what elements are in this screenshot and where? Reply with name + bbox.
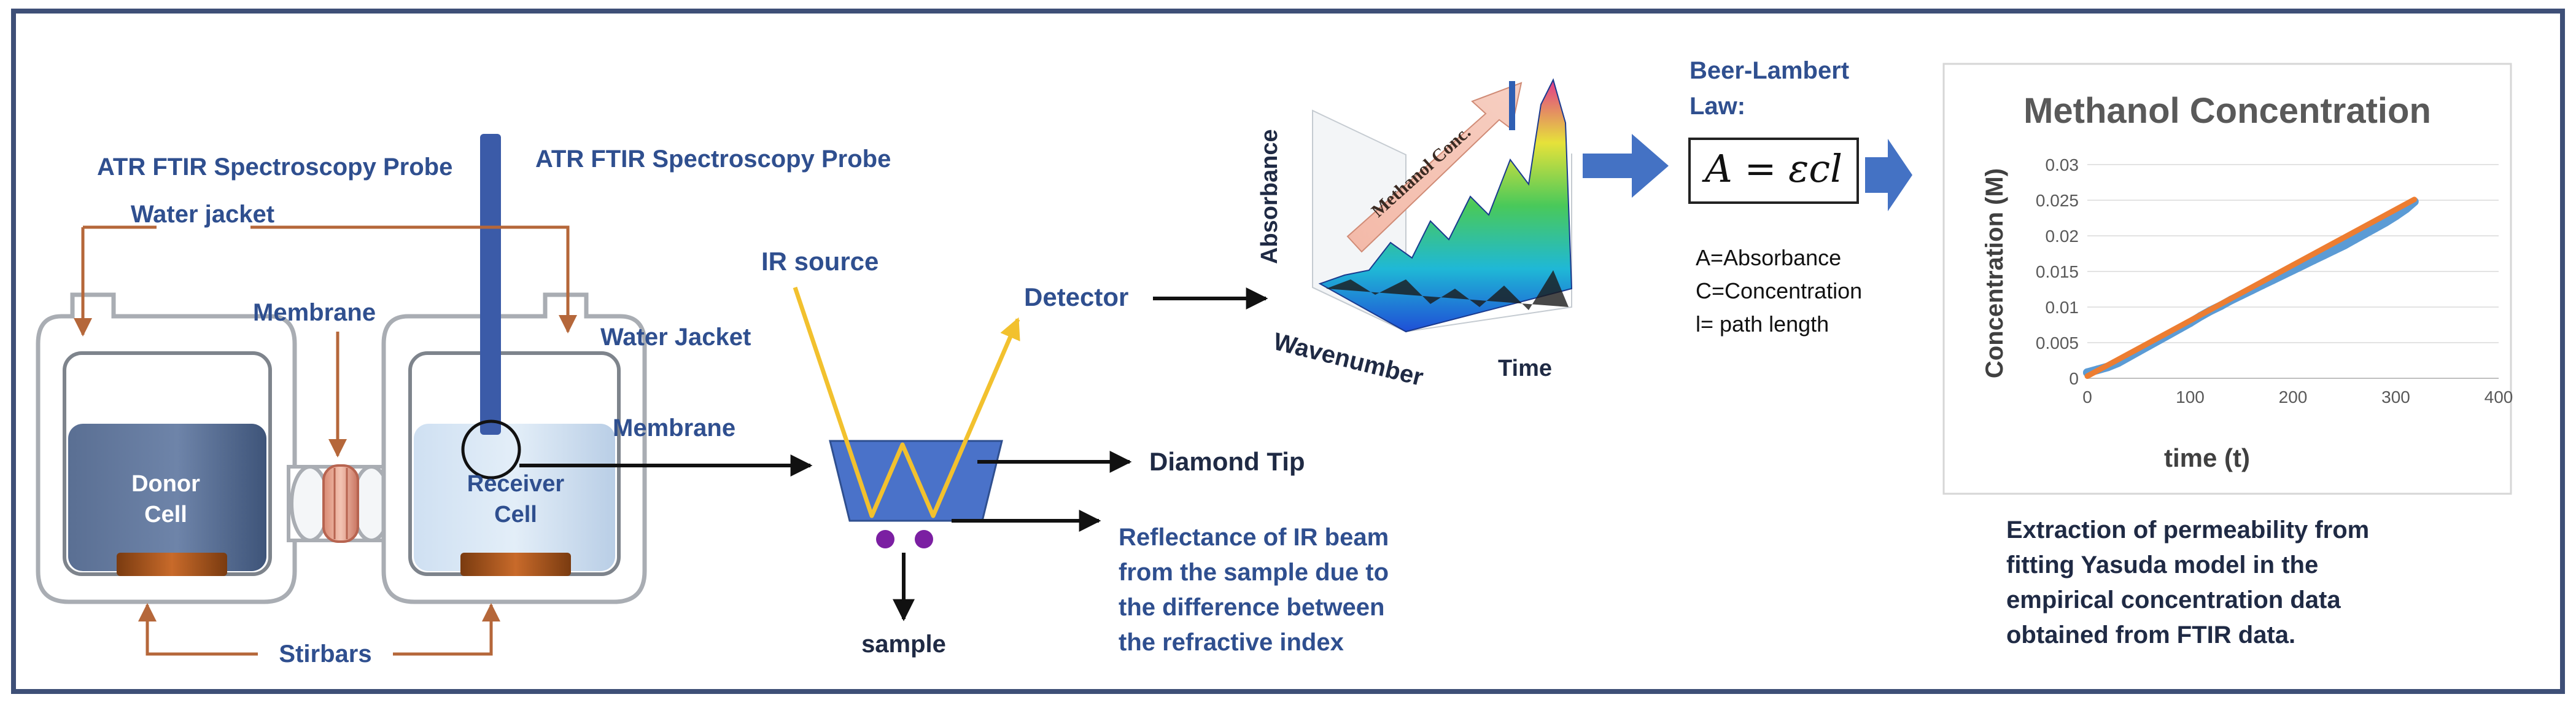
concentration-chart: Methanol Concentration Concentration (M)… [1942,63,2513,495]
chart-title: Methanol Concentration [2023,91,2431,131]
chart-data-point [2371,224,2380,233]
spectrum-floor-edge [1312,154,1572,333]
probe-label-left: ATR FTIR Spectroscopy Probe [97,154,452,181]
beer-lambert-title-2: Law: [1690,93,1745,120]
membrane-label-atr: Membrane [613,415,735,442]
chart-x-ticks: 0 100 200 300 400 [2082,388,2513,407]
water-jacket-label-left: Water jacket [131,201,274,228]
methanol-arrow-marker [1509,81,1515,130]
beer-lambert-title-1: Beer-Lambert [1690,57,1849,84]
chart-y-tick-label: 0.02 [2046,227,2079,246]
sample-molecule-2 [915,530,933,548]
methanol-conc-arrow [1346,82,1523,253]
chart-y-ticks: 0 0.005 0.01 0.015 0.02 0.025 0.03 [2036,155,2079,388]
extraction-line-4: obtained from FTIR data. [2006,621,2295,649]
membrane-disc [322,464,359,543]
chart-data-point [2330,246,2338,255]
reflectance-line-3: the difference between [1119,594,1384,621]
block-arrow-spectrum-to-law [1583,134,1669,198]
receiver-cell-label-2: Cell [494,502,537,528]
sample-label: sample [861,631,946,658]
stirbar-arrow-left [138,603,258,656]
membrane-label-apparatus: Membrane [253,299,376,326]
chart-x-tick-label: 100 [2176,388,2205,407]
detector-label: Detector [1024,282,1128,311]
stirbars-label: Stirbars [279,641,371,668]
extraction-line-1: Extraction of permeability from [2006,516,2369,543]
reflectance-line-2: from the sample due to [1119,559,1389,586]
reflectance-line-1: Reflectance of IR beam [1119,524,1389,551]
chart-x-tick-label: 400 [2485,388,2513,407]
receiver-stirbar [460,553,571,576]
chart-y-tick-label: 0 [2069,369,2079,388]
extraction-line-2: fitting Yasuda model in the [2006,551,2318,578]
block-arrow-law-to-chart [1865,139,1912,211]
chart-y-tick-label: 0.01 [2046,298,2079,317]
chart-data-point [2319,251,2329,260]
chart-data-point [2381,217,2390,227]
donor-cell-label-2: Cell [144,502,187,528]
chart-y-tick-label: 0.025 [2036,191,2079,210]
definition-path-length: l= path length [1696,311,1829,337]
atr-probe [480,134,501,435]
chart-x-axis-label: time (t) [2164,443,2250,472]
reflectance-line-4: the refractive index [1119,629,1344,656]
sample-molecule-1 [876,530,894,548]
chart-x-tick-label: 300 [2381,388,2410,407]
water-jacket-label-right: Water Jacket [600,324,751,351]
diamond-tip-label: Diamond Tip [1149,447,1305,476]
chart-x-tick-label: 200 [2279,388,2308,407]
stirbar-arrow-right [393,603,500,656]
donor-stirbar [117,553,227,576]
chart-y-tick-label: 0.005 [2036,333,2079,352]
absorbance-axis-label: Absorbance [1257,129,1282,264]
definition-concentration: C=Concentration [1696,278,1862,303]
probe-label-top: ATR FTIR Spectroscopy Probe [535,146,891,173]
equation-box [1688,138,1859,204]
donor-solution [68,424,266,571]
ir-source-label: IR source [761,247,879,276]
water-jacket-arrow-right [250,225,577,333]
time-axis-label: Time [1498,356,1552,381]
chart-frame [1942,63,2512,495]
spectrum-surface [1318,78,1573,333]
extraction-line-3: empirical concentration data [2006,586,2341,613]
spectrum-shadow-peaks [1326,270,1569,310]
chart-series [2083,197,2419,380]
chart-data-point [2340,241,2349,250]
chart-fit-line [2084,197,2418,380]
donor-cell-label-1: Donor [131,471,200,497]
chart-data-point [2361,229,2370,238]
receiver-solution [414,424,615,571]
chart-y-tick-label: 0.03 [2046,155,2079,174]
chart-y-tick-label: 0.015 [2036,262,2079,281]
probe-tip-highlight [461,419,521,480]
chart-x-tick-label: 0 [2082,388,2092,407]
chart-gridlines [2087,164,2499,379]
equation: A = εcl [1702,146,1842,191]
chart-y-axis-label: Concentration (M) [1981,168,2008,378]
ir-beam [793,286,1020,518]
receiver-cell-label-1: Receiver [467,471,565,497]
definition-absorbance: A=Absorbance [1696,245,1841,270]
chart-data-point [2350,235,2359,244]
